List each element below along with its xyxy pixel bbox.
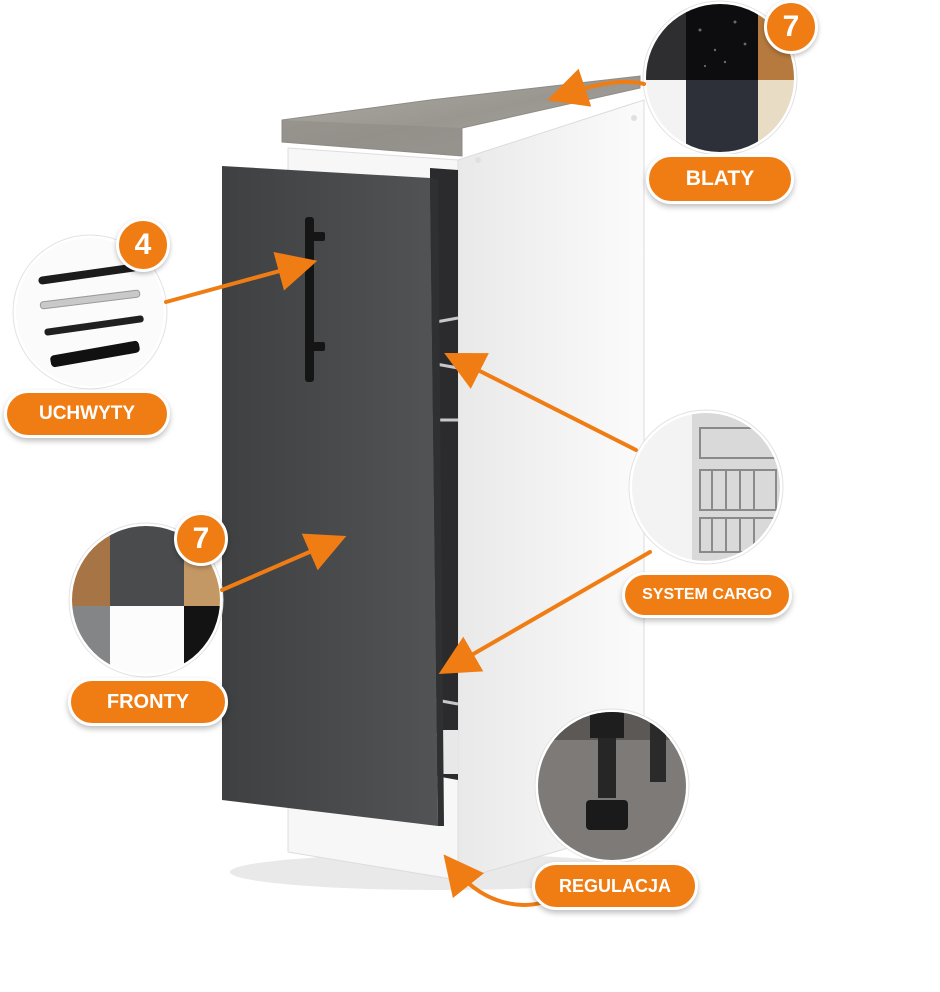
cabinet-body bbox=[222, 75, 645, 881]
handles-count-badge: 4 bbox=[116, 218, 170, 272]
worktop-edge bbox=[282, 120, 462, 156]
arrow-to-cargo-upper bbox=[444, 352, 638, 452]
countertops-label: BLATY bbox=[646, 154, 794, 204]
fronts-count-badge: 7 bbox=[174, 512, 228, 566]
arrow-to-cargo-lower bbox=[438, 550, 652, 674]
levelling-label: REGULACJA bbox=[532, 862, 698, 910]
countertops-swatch bbox=[642, 0, 798, 156]
cabinet-door bbox=[222, 166, 438, 826]
panel-screw bbox=[631, 115, 637, 121]
cargo-swatch bbox=[628, 409, 784, 565]
handle-sample-black-wide bbox=[50, 340, 140, 368]
countertops-count-badge: 7 bbox=[764, 0, 818, 54]
fronts-swatch bbox=[68, 522, 224, 678]
fronts-label: FRONTY bbox=[68, 678, 228, 726]
handle-sample-chrome bbox=[39, 289, 141, 310]
handles-label: UCHWYTY bbox=[4, 390, 170, 438]
panel-screw bbox=[475, 157, 481, 163]
cargo-bottom-basket bbox=[440, 730, 458, 774]
arrow-to-handle bbox=[164, 251, 318, 304]
handle-sample-black-bar bbox=[38, 263, 138, 285]
handle-sample-black-rail bbox=[44, 315, 144, 336]
callout-arrows bbox=[164, 68, 652, 907]
arrow-to-worktop bbox=[547, 68, 646, 107]
cargo-label: SYSTEM CARGO bbox=[622, 572, 792, 618]
arrow-to-front bbox=[220, 533, 347, 592]
